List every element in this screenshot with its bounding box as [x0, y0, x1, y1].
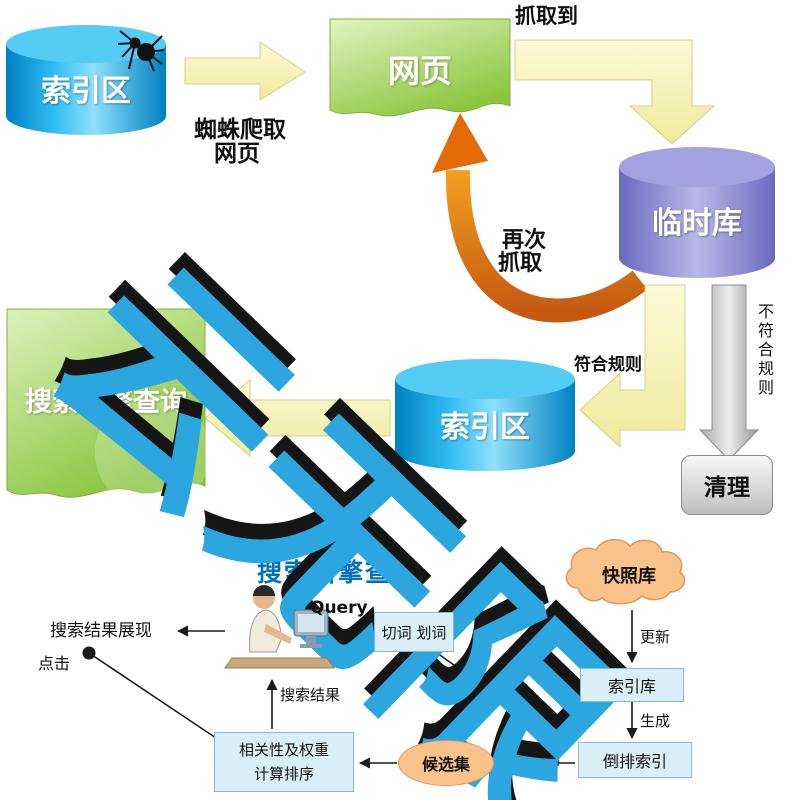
ranking-label-line1: 相关性及权重 — [238, 741, 329, 759]
index-db-label: 索引区 — [440, 410, 530, 445]
not-match-rule-label: 不符合规则 — [755, 303, 774, 398]
results-display-label: 搜索结果展现 — [50, 621, 152, 641]
update-label: 更新 — [640, 628, 671, 646]
database-index: 索引区 — [394, 358, 576, 472]
arrow-tempdb-to-indexdb — [579, 284, 686, 449]
webpage-document: 网页 — [329, 18, 511, 126]
document-shape — [329, 18, 511, 117]
source-db-label: 索引区 — [41, 74, 131, 109]
word-segment-box: 切词 划词 — [374, 612, 454, 652]
ranking-box: 相关性及权重 计算排序 — [214, 732, 354, 792]
recrawl-label-line2: 抓取 — [498, 251, 543, 276]
candidates-ellipse: 候选集 — [398, 740, 494, 786]
retrieve-label: 检索 — [483, 678, 514, 696]
crawl-label-line1: 蜘蛛爬取 — [194, 117, 286, 143]
crawl-label-line2: 网页 — [214, 141, 260, 167]
user-at-computer-icon — [224, 585, 335, 669]
snapshot-label: 快照库 — [602, 566, 656, 587]
recrawl-label-line1: 再次 — [502, 228, 547, 253]
callout-dot — [82, 646, 96, 660]
watermark-circle — [95, 395, 210, 510]
cloud-shape — [565, 538, 686, 605]
arrow-tempdb-to-cleanup — [698, 284, 760, 461]
click-label: 点击 — [38, 654, 71, 673]
cylinder-shape — [395, 359, 575, 471]
search-results-label: 搜索结果 — [280, 686, 341, 704]
document-shape — [6, 308, 206, 498]
query-label: Query — [310, 598, 368, 618]
cleanup-box: 清理 — [681, 455, 773, 515]
ranking-label-line2: 计算排序 — [253, 765, 314, 783]
spider-icon — [117, 30, 165, 72]
arrow-webpage-to-tempdb — [514, 39, 716, 145]
database-temp: 临时库 — [618, 146, 776, 280]
index-store-box: 索引库 — [580, 668, 684, 702]
search-query-document: 搜索引擎查询 — [6, 308, 210, 513]
cylinder-shape — [619, 147, 775, 278]
inverted-index-box: 倒排索引 — [578, 742, 692, 778]
search-query-label: 搜索引擎查询 — [25, 387, 187, 418]
arrow-source-to-webpage — [184, 41, 306, 101]
webpage-label: 网页 — [387, 52, 452, 90]
snapshot-cloud: 快照库 — [558, 536, 700, 612]
generate-label: 生成 — [640, 712, 671, 730]
bottom-section-title: 搜索引擎查询 — [257, 558, 420, 587]
arrow-indexdb-to-query — [204, 378, 391, 458]
match-rule-label: 符合规则 — [574, 355, 642, 375]
arrow-recrawl-curve — [432, 113, 648, 323]
fetch-to-label: 抓取到 — [515, 4, 578, 28]
temp-db-label: 临时库 — [652, 206, 742, 241]
